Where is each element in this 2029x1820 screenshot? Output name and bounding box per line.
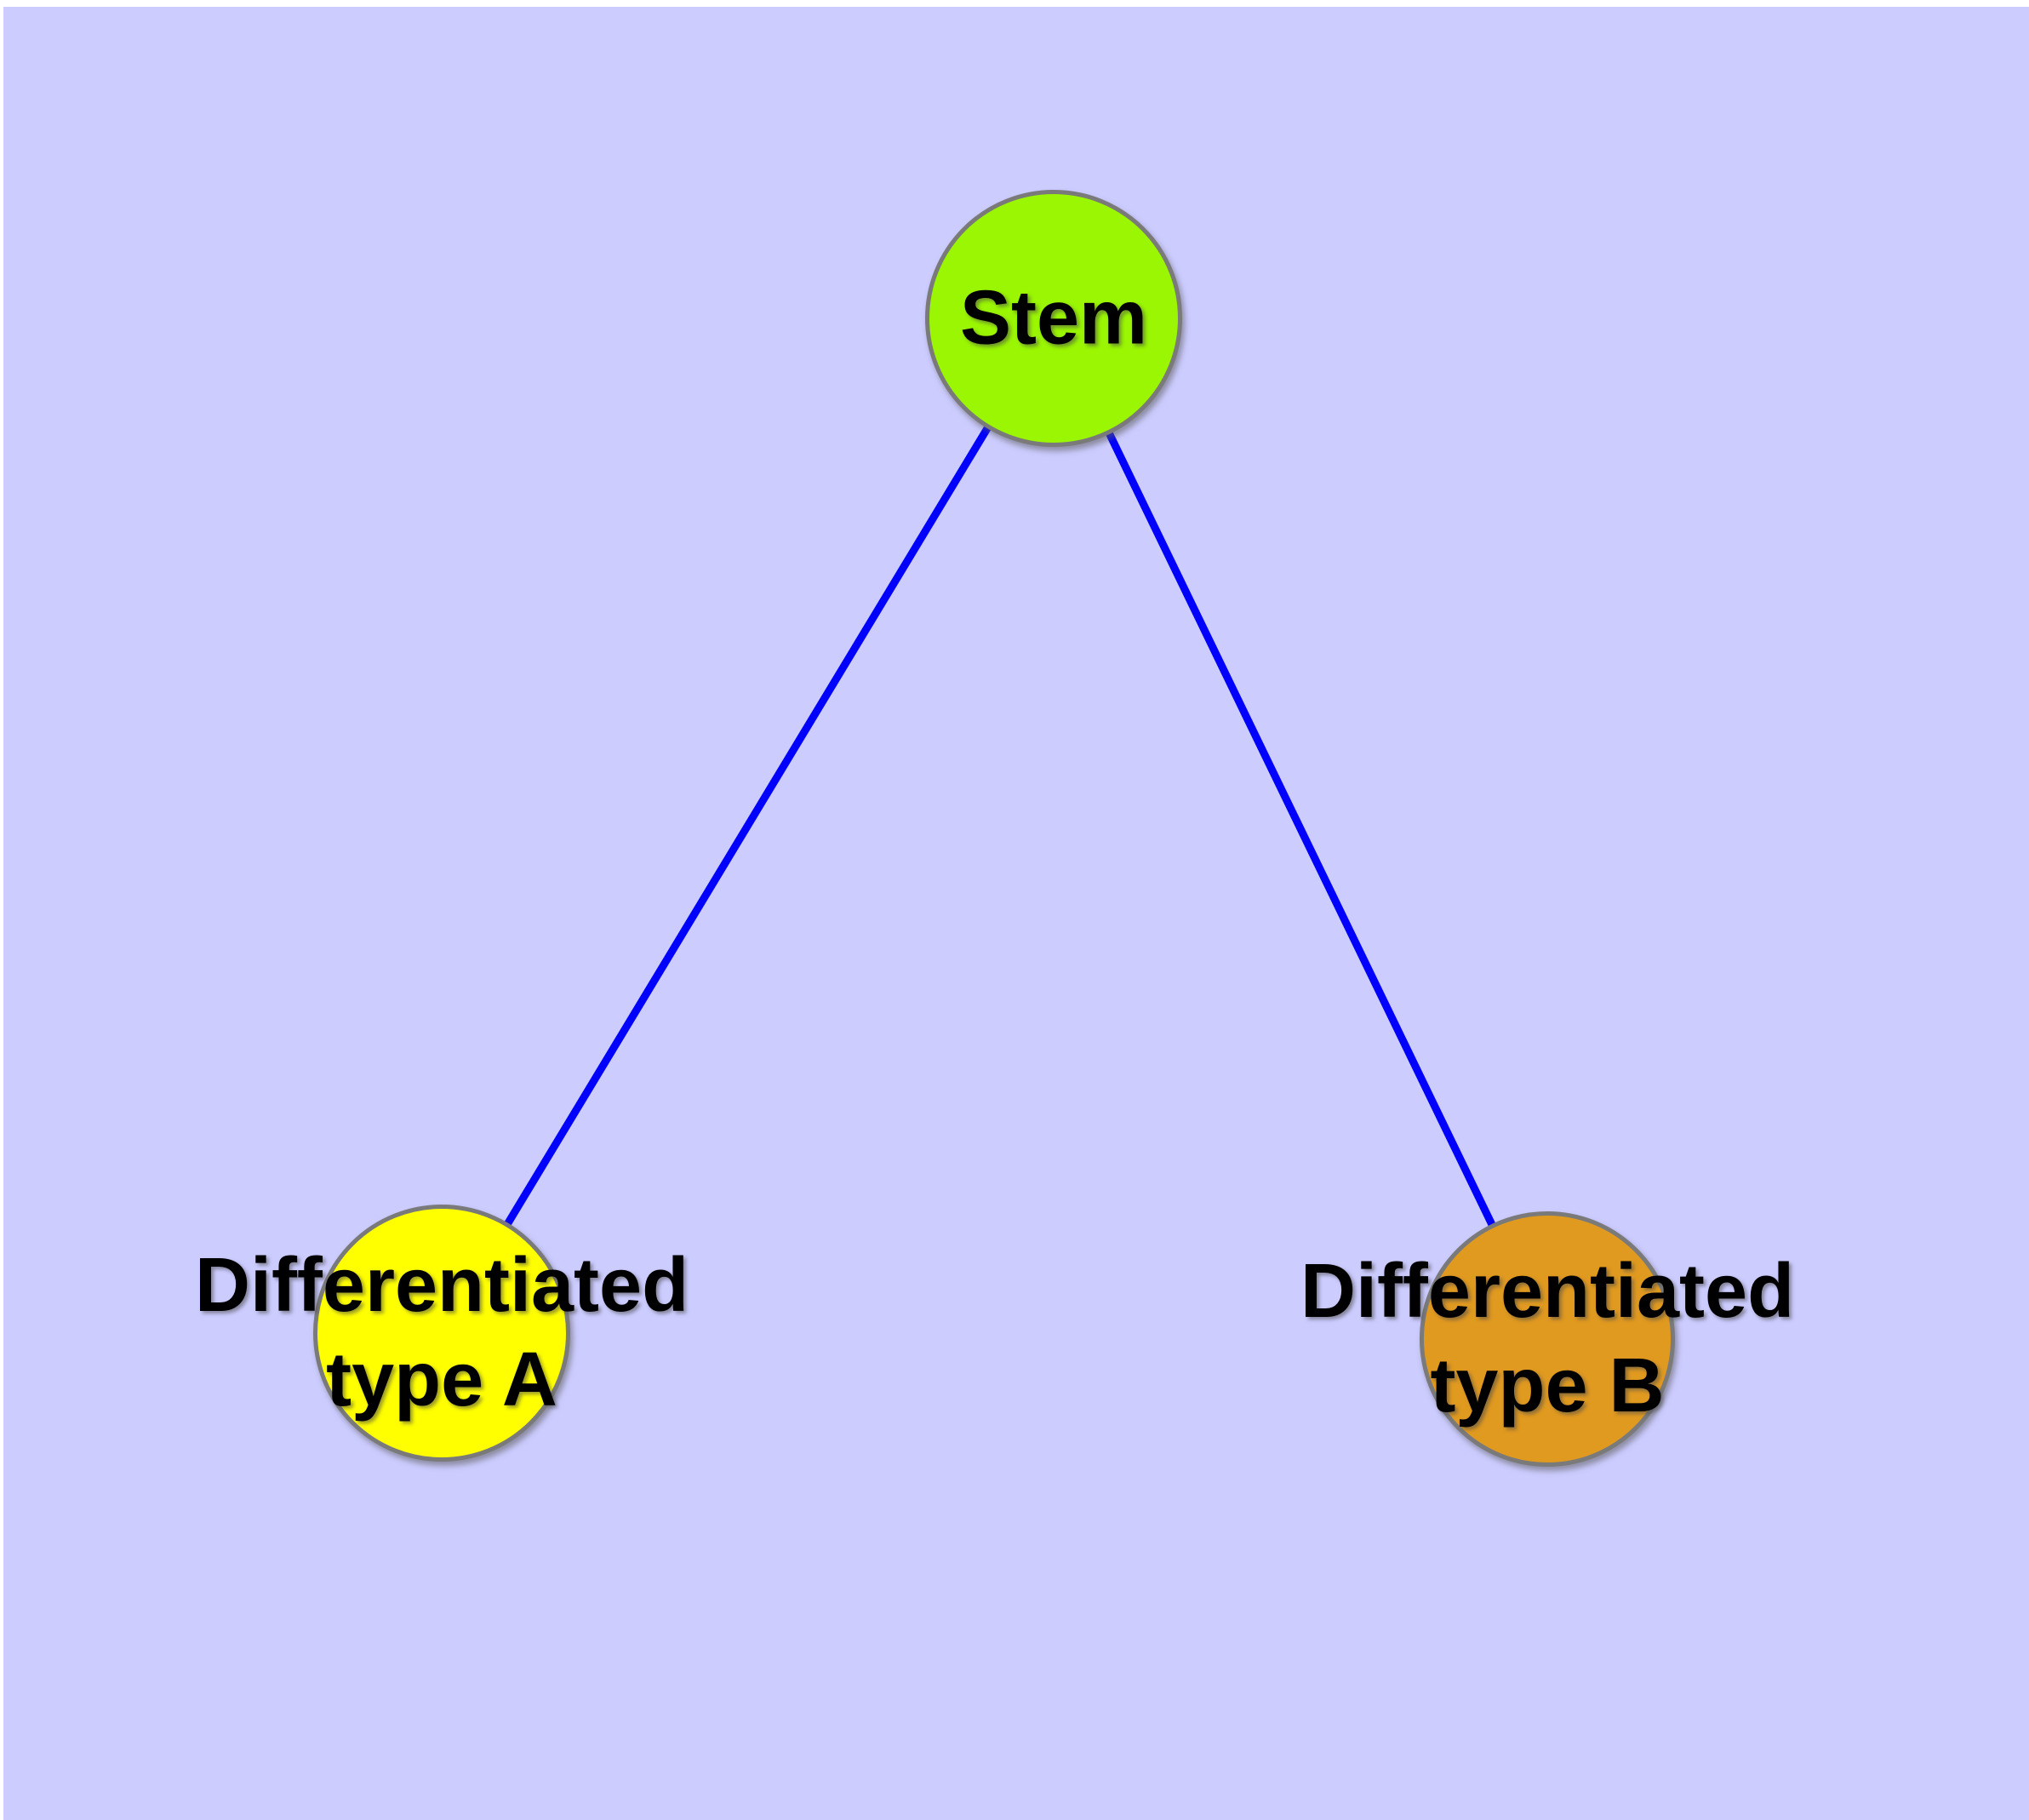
edge-layer [438,316,1552,1341]
edge-stem-to-differentiated-type-a [438,316,1057,1336]
edge-stem-to-differentiated-type-b [1049,317,1552,1341]
